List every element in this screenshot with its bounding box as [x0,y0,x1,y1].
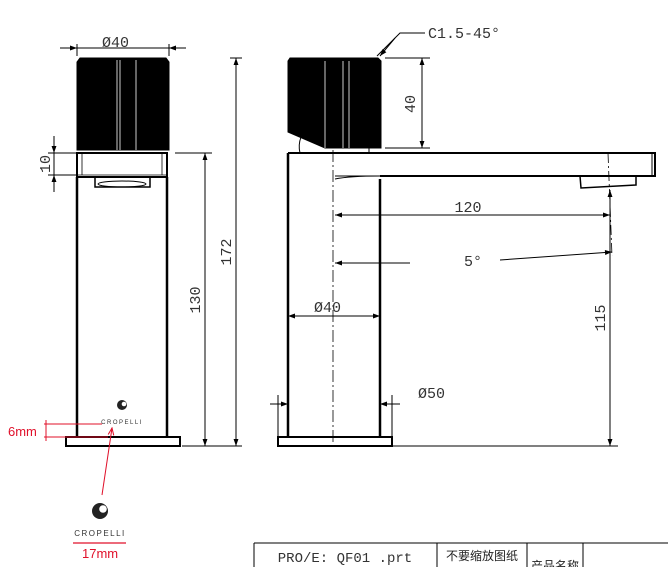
logo-width-label: 17mm [82,546,118,561]
front-logo-text: CROPELLI [101,420,143,426]
title-block-product-name: 产品名称 [531,558,579,567]
side-base [277,436,393,447]
logo-annotation [44,420,126,544]
total-height-label: 172 [219,238,236,265]
side-knob [287,57,382,149]
collar-height-label: 10 [38,155,55,173]
title-block [253,542,668,567]
side-view [270,32,656,447]
side-aerator [579,175,637,189]
spout-reach-label: 120 [454,200,481,217]
body-diameter-label: Ø40 [314,300,341,317]
front-base [65,436,181,447]
front-knob-diameter-label: Ø40 [102,35,129,52]
front-collar [76,152,168,178]
front-view [48,44,242,447]
spout-height-label: 115 [593,304,610,331]
chamfer-label: C1.5-45° [428,26,500,43]
knob-height-label: 40 [403,95,420,113]
title-block-file: PRO/E: QF01 .prt [278,551,412,567]
body-height-label: 130 [188,286,205,313]
title-block-note: 不要缩放图纸 [446,548,518,563]
front-logo: CROPELLI [101,400,143,426]
side-spout [288,152,656,177]
enlarged-logo: CROPELLI [74,503,126,538]
front-knob [76,57,170,151]
base-diameter-label: Ø50 [418,386,445,403]
logo-text: CROPELLI [74,529,126,538]
logo-offset-label: 6mm [8,424,37,439]
spout-angle-label: 5° [464,254,482,271]
